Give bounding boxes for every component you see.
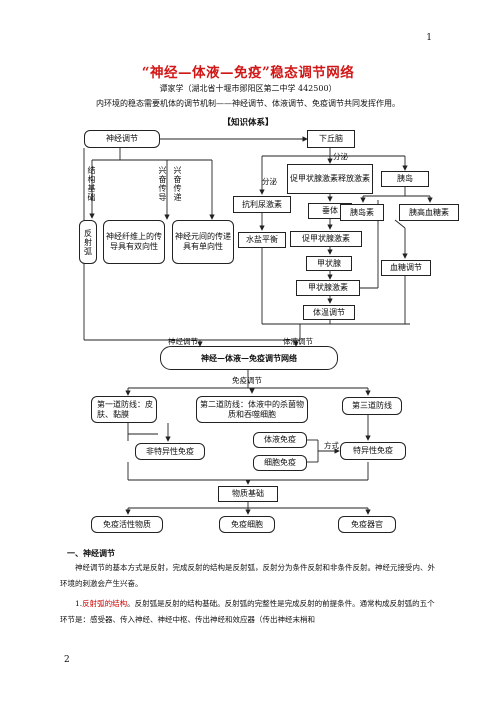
islet-box: 胰岛: [381, 171, 429, 187]
specific-immunity-box: 特异性免疫: [340, 442, 406, 460]
author-line: 谭家学（湖北省十堰市郧阳区第二中学 442500）: [159, 84, 337, 93]
page-title: “神经—体液—免疫”稳态调节网络: [141, 65, 355, 81]
structural-basis-label: 结构基础: [87, 166, 96, 202]
paragraph-2-highlight: 反射弧的结构: [82, 599, 128, 608]
first-line-box: 第一道防线：皮肤、黏膜: [91, 396, 157, 423]
intro-text: 内环境的稳态需要机体的调节机制——神经调节、体液调节、免疫调节共同发挥作用。: [96, 99, 400, 108]
secretion-label-2: 分泌: [262, 177, 277, 186]
blood-sugar-box: 血糖调节: [381, 260, 431, 276]
reflex-arc-box: 反射弧: [79, 220, 97, 264]
nerve-fiber-box: 神经纤维上的传导具有双向性: [103, 220, 165, 264]
glucagon-box: 胰高血糖素: [399, 204, 459, 221]
section-heading-neural: 一、神经调节: [67, 548, 115, 558]
excitation-conduction-label: 兴奋传导: [158, 166, 167, 202]
neural-regulation-label: 神经调节: [168, 337, 198, 346]
humoral-regulation-label: 体液调节: [283, 337, 313, 346]
knowledge-heading: 【知识体系】: [222, 118, 274, 128]
third-line-box: 第三道防线: [342, 397, 402, 415]
paragraph-2: 1.反射弧的结构。反射弧是反射的结构基础。反射弧的完整性是完成反射的前提条件。通…: [60, 596, 436, 628]
water-salt-box: 水盐平衡: [238, 232, 286, 248]
active-substance-box: 免疫活性物质: [91, 516, 163, 533]
humoral-immunity-box: 体液免疫: [253, 432, 307, 448]
excitation-transmission-label: 兴奋传递: [173, 166, 182, 202]
secretion-label-1: 分泌: [333, 152, 348, 161]
paragraph-1: 神经调节的基本方式是反射，完成反射的结构是反射弧，反射分为条件反射和非条件反射。…: [60, 563, 435, 588]
core-network-box: 神经—体液—免疫调节网络: [160, 346, 338, 370]
body-temp-box: 体温调节: [303, 305, 355, 320]
insulin-box: 胰岛素: [340, 204, 384, 221]
material-basis-box: 物质基础: [218, 486, 278, 502]
second-line-box: 第二道防线：体液中的杀菌物质和吞噬细胞: [196, 396, 308, 423]
top-page-number: 1: [426, 33, 432, 43]
nonspecific-immunity-box: 非特异性免疫: [135, 443, 205, 460]
neural-regulation-box: 神经调节: [84, 130, 160, 148]
thyroxine-box: 甲状腺激素: [296, 280, 360, 296]
immune-regulation-label: 免疫调节: [232, 376, 262, 385]
inter-neuron-box: 神经元间的传递具有单向性: [172, 220, 234, 264]
hypothalamus-box: 下丘脑: [307, 130, 355, 148]
paragraph-2-text: 。反射弧是反射的结构基础。反射弧的完整性是完成反射的前提条件。通常构成反射弧的五…: [60, 599, 435, 624]
thyroid-box: 甲状腺: [306, 256, 352, 271]
trh-box: 促甲状腺激素释放激素: [287, 164, 373, 194]
tsh-box: 促甲状腺激素: [290, 231, 362, 247]
cellular-immunity-box: 细胞免疫: [253, 455, 307, 471]
immune-cell-box: 免疫细胞: [219, 516, 275, 533]
mode-label: 方式: [324, 441, 339, 450]
immune-organ-box: 免疫器官: [338, 516, 396, 533]
bottom-page-number: 2: [64, 655, 70, 665]
paragraph-2-lead: 1.: [75, 599, 83, 608]
adh-box: 抗利尿激素: [233, 196, 291, 213]
